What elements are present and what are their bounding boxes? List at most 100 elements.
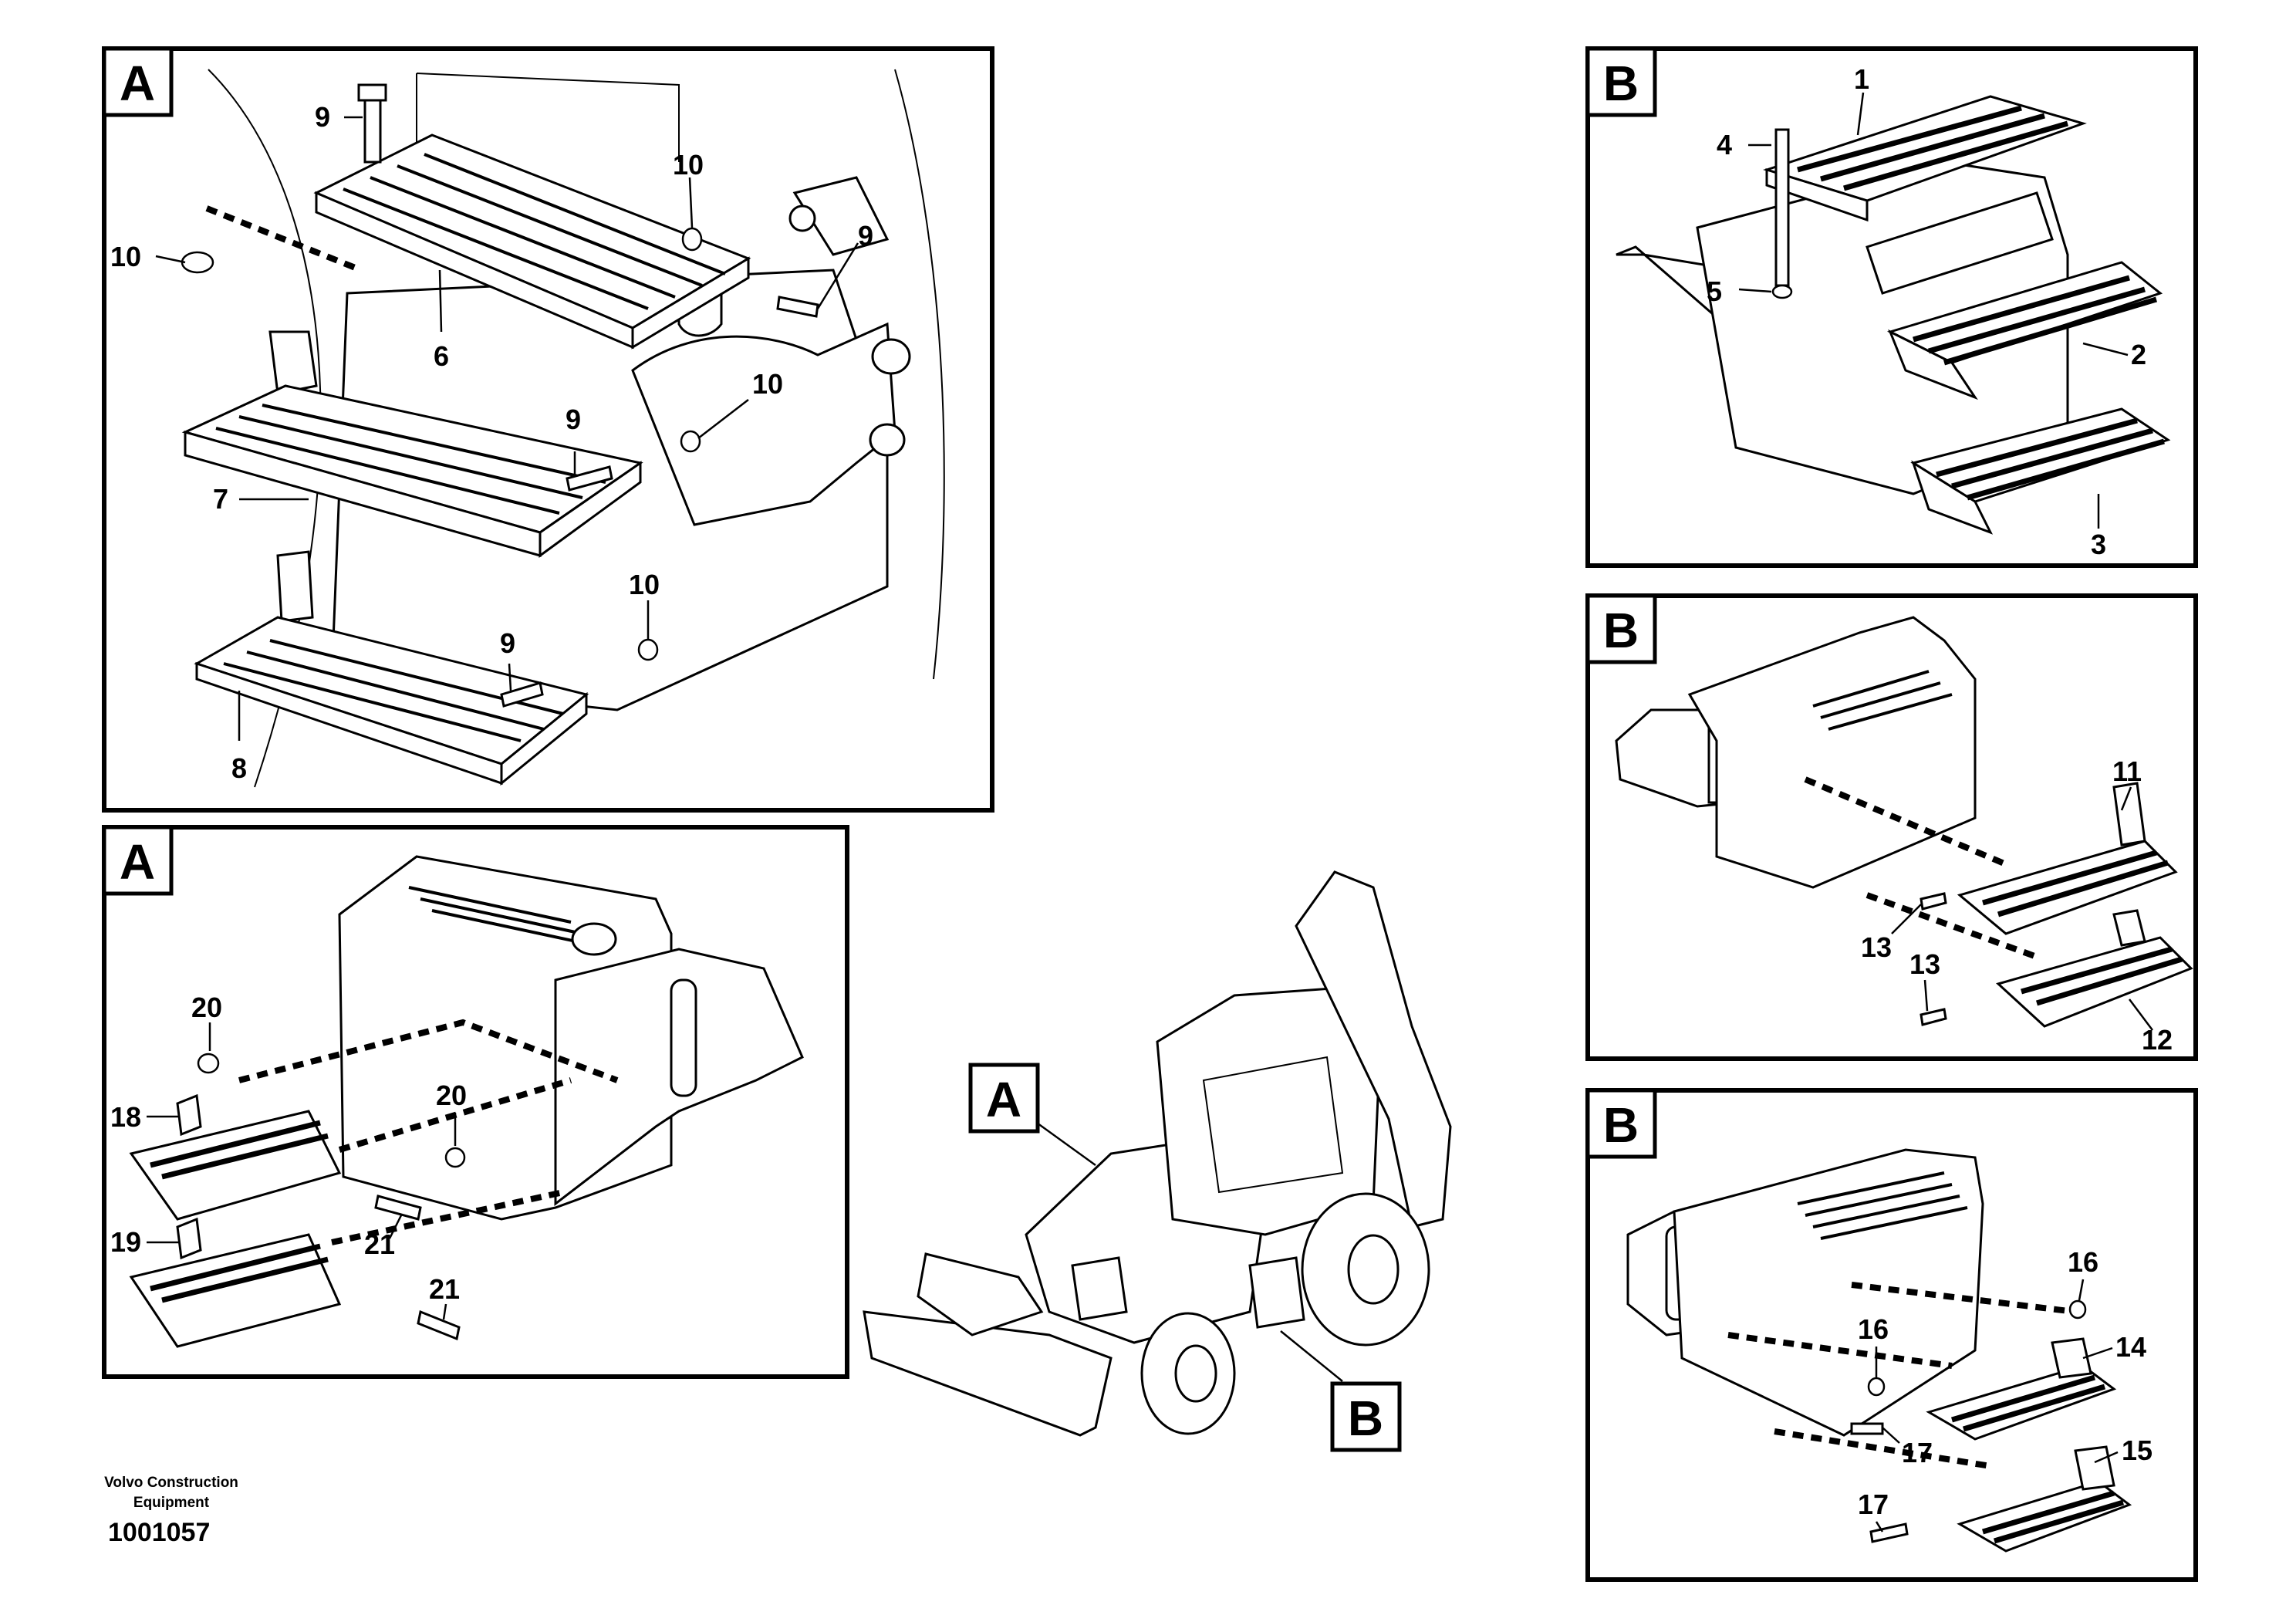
rear-wheel-hub (1347, 1234, 1400, 1305)
bolt-9-lower (500, 681, 544, 708)
tank-window-recess (1866, 191, 2054, 295)
step-1 (1763, 95, 2087, 222)
overview-tag-b: B (1348, 1391, 1383, 1446)
washer-10-lower (637, 638, 659, 661)
step-18-tread-plate (129, 1110, 342, 1221)
callout-number: 1 (1854, 63, 1869, 95)
drawing-number: 1001057 (108, 1518, 210, 1547)
fuel-cap (571, 922, 617, 956)
washer-16-center (1867, 1377, 1886, 1397)
callout-number: 11 (2112, 755, 2142, 787)
plate-hole-upper (871, 338, 911, 375)
callout-number: 21 (364, 1228, 395, 1260)
step-11-bracket (2112, 782, 2146, 846)
overview-tag-box (1330, 1381, 1402, 1452)
leader-13a (1891, 904, 1922, 934)
callout-number: 9 (566, 404, 581, 435)
cab-window (1202, 1056, 1344, 1194)
panel-b-top: 1 4 5 2 3 B (1585, 46, 2198, 568)
step-3 (1910, 407, 2171, 535)
step-2-tread-ridges (1913, 275, 2158, 366)
callout-number: 19 (110, 1226, 141, 1258)
backhoe-boom (1295, 870, 1452, 1228)
footer: Volvo Construction Equipment 1001057 (104, 1475, 238, 1547)
overview-tag-box (968, 1063, 1040, 1134)
washer-10-upper (681, 227, 703, 252)
cab (1156, 986, 1383, 1236)
leader-21b (442, 1303, 447, 1320)
step-19-bracket (176, 1217, 202, 1260)
washer-20-left (197, 1053, 220, 1074)
step-19-tread-ridges (150, 1243, 329, 1303)
callout-number: 16 (2068, 1246, 2098, 1278)
callout-number: 14 (2115, 1331, 2146, 1363)
bolt-9-head (357, 83, 387, 102)
panel-tag-box (102, 46, 174, 117)
leader-10b (155, 255, 186, 264)
front-bucket (863, 1310, 1113, 1437)
step-14-tread-ridges (1951, 1374, 2106, 1432)
callout-number: 21 (429, 1273, 460, 1305)
callout-number: 17 (1858, 1489, 1889, 1520)
step-7-tread-ridges (215, 404, 606, 515)
backhoe-loader-overview: A B (863, 870, 1452, 1452)
callout-number: 13 (1861, 931, 1892, 963)
leader-overview-b (1280, 1330, 1343, 1382)
step-11 (1957, 782, 2178, 935)
leader-6 (438, 269, 443, 333)
cab-pillar-outline (894, 69, 945, 680)
washer-5 (1771, 284, 1793, 299)
assembly-path-dashed (1866, 892, 2038, 960)
callout-number: 7 (213, 483, 228, 515)
panel-tag-letter: B (1603, 603, 1639, 658)
step-7-side-edge (539, 461, 642, 558)
callout-number: 17 (1902, 1437, 1933, 1468)
washer-10-middle (680, 430, 701, 453)
panel-a-top: 9 10 10 9 6 10 9 7 10 9 8 A (102, 46, 994, 813)
bolt-4 (1774, 128, 1790, 287)
panel-tag-box (102, 825, 174, 896)
leader-11 (2120, 786, 2132, 811)
step-19-tread-plate (129, 1233, 342, 1348)
leader-21a (388, 1215, 403, 1239)
panel-tag-letter: A (120, 834, 155, 890)
step-18 (129, 1093, 342, 1221)
callout-number: 5 (1707, 275, 1722, 307)
callout-number: 10 (110, 241, 141, 272)
step-7 (181, 330, 643, 558)
callout-number: 9 (858, 220, 873, 252)
tank-top-ridges (1812, 670, 1953, 731)
bolt-17-upper (1850, 1422, 1884, 1435)
leader-1 (1856, 92, 1865, 136)
leader-2 (2082, 342, 2129, 357)
step-3-tread-ridges (1936, 417, 2165, 501)
pivot-pin (788, 204, 816, 232)
callout-number: 8 (231, 752, 247, 784)
step-18-tread-ridges (150, 1120, 329, 1180)
step-12 (1996, 909, 2193, 1028)
leader-17a (1882, 1427, 1900, 1444)
pivot-bracket (792, 176, 890, 256)
panel-tag-letter: B (1603, 56, 1639, 111)
callout-number: 15 (2122, 1434, 2152, 1466)
front-wheel-hub (1174, 1344, 1217, 1403)
panel-tag-letter: B (1603, 1097, 1639, 1153)
bolt-13-lower (1920, 1008, 1947, 1026)
step-18-bracket (176, 1093, 202, 1137)
tank-top-ridges (408, 886, 595, 947)
panel-tag-letter: A (120, 56, 155, 111)
leader-9d (508, 663, 512, 691)
callout-number: 2 (2131, 339, 2146, 370)
step-6-tread-ridges (343, 153, 726, 310)
callout-number: 10 (673, 149, 704, 181)
tank-side-plate (631, 322, 896, 526)
callout-number: 6 (434, 340, 449, 372)
step-14-bracket (2051, 1337, 2092, 1379)
leader-13b (1923, 979, 1929, 1012)
plate-slot (670, 978, 697, 1097)
leader-10c (697, 399, 749, 439)
step-11-tread-ridges (1982, 850, 2169, 917)
step-7-bracket (268, 330, 318, 395)
assembly-path-dashed (1727, 1332, 1953, 1369)
callout-number: 12 (2142, 1024, 2173, 1056)
